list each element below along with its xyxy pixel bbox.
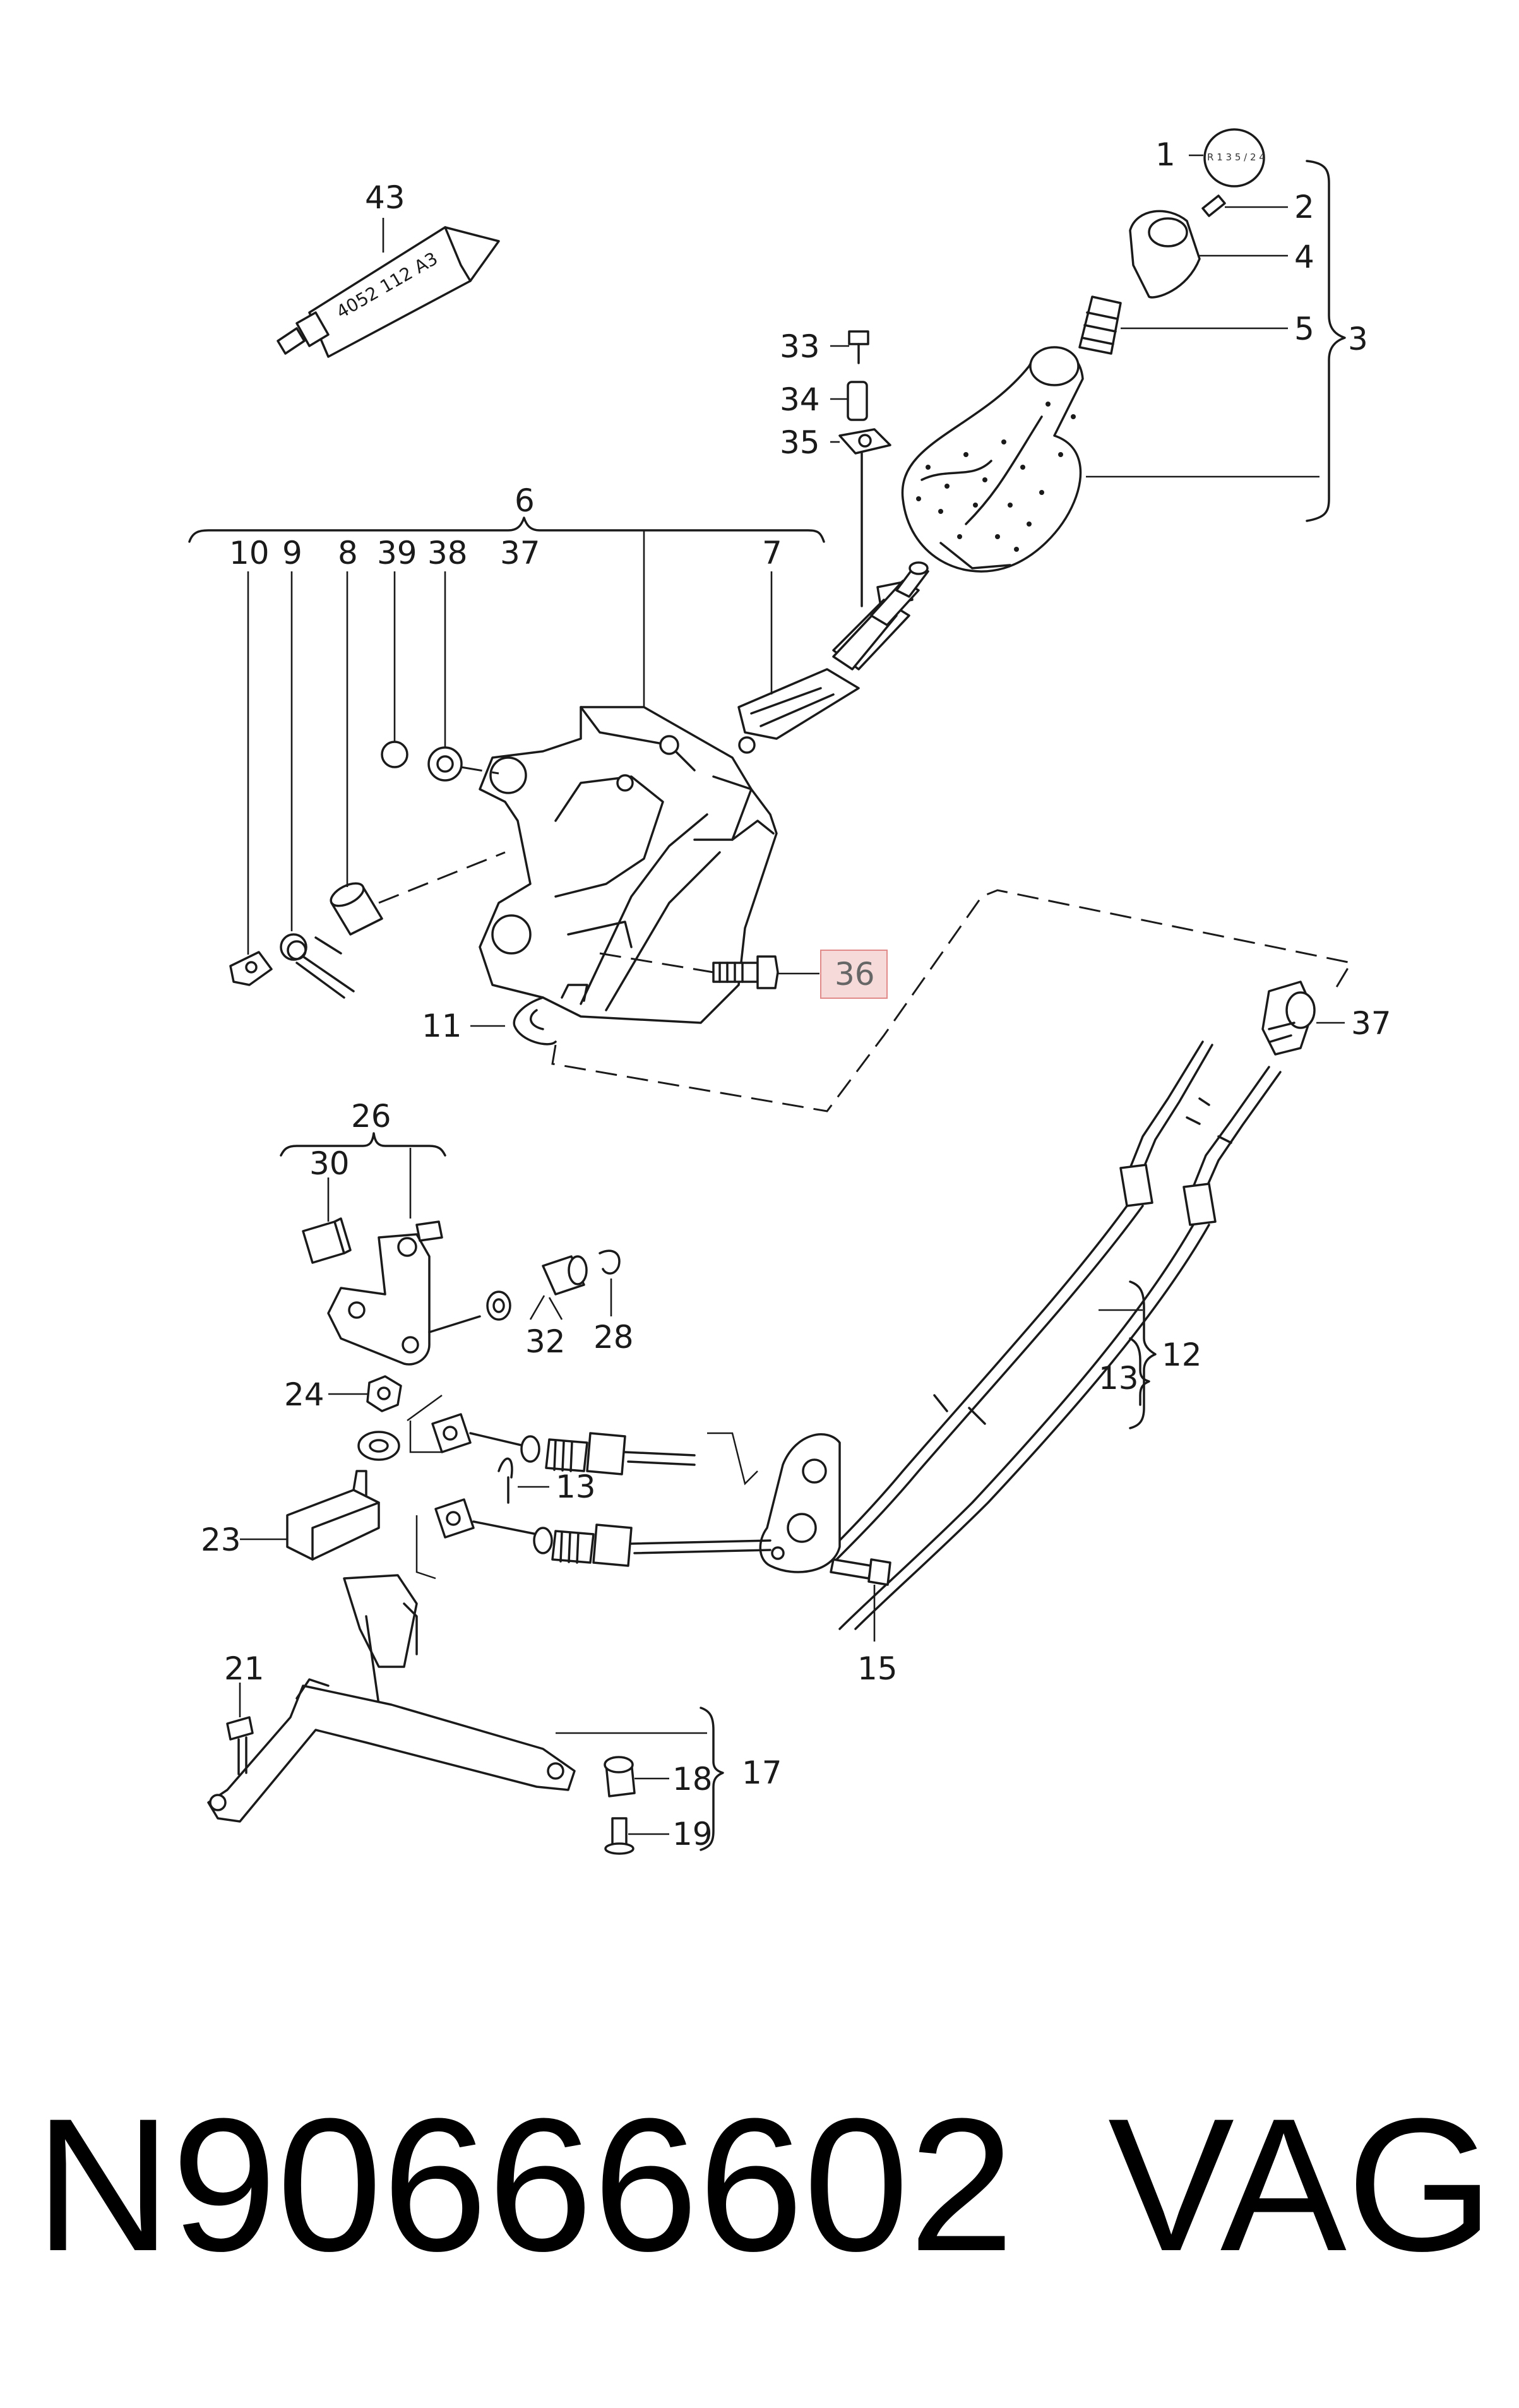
callout-4: 4 (1294, 239, 1314, 275)
callout-32: 32 (525, 1323, 566, 1360)
callout-21: 21 (224, 1650, 265, 1687)
callout-18: 18 (672, 1761, 713, 1797)
callout-28: 28 (593, 1319, 634, 1356)
grease-tube-part: 4052 112 A3 (277, 218, 500, 358)
callout-12: 12 (1162, 1337, 1202, 1373)
bolt-part-36 (599, 952, 819, 989)
callout-labels: 1 2 4 5 3 43 33 34 35 6 10 9 8 39 38 37 … (201, 136, 1391, 1852)
brace-6 (188, 516, 825, 543)
callout-36: 36 (835, 956, 875, 992)
callout-11: 11 (422, 1008, 462, 1044)
callout-38: 38 (427, 535, 468, 571)
gear-pattern-label: R 1 3 5 / 2 4 (1207, 152, 1265, 163)
footer: N90666602 VAG (35, 2078, 1494, 2291)
callout-13-mid: 13 (556, 1469, 596, 1505)
bolt-part-21 (226, 1683, 254, 1775)
pin-and-bush-parts (486, 1249, 621, 1321)
brand-name: VAG (1108, 2078, 1494, 2291)
circlip-part (513, 996, 557, 1046)
callout-5: 5 (1294, 311, 1314, 347)
part-number: N90666602 (35, 2078, 1015, 2291)
callout-30: 30 (309, 1145, 350, 1182)
callout-8: 8 (338, 535, 358, 571)
stud-and-bracket-parts (830, 330, 891, 607)
highlight-box-36 (820, 950, 888, 999)
shift-housing-part (479, 706, 778, 1024)
boot-texture (916, 402, 1076, 552)
bushing-parts (381, 571, 499, 782)
mount-parts-18-19 (604, 1756, 669, 1855)
brace-12 (1129, 1280, 1157, 1429)
callout-34: 34 (780, 381, 820, 418)
callout-17: 17 (742, 1755, 782, 1791)
callout-1: 1 (1155, 136, 1176, 173)
callout-39: 39 (377, 535, 417, 571)
callout-26: 26 (351, 1098, 391, 1135)
shift-cables-part (819, 1040, 1282, 1630)
callout-33: 33 (780, 328, 820, 365)
shift-knob-assembly: R 1 3 5 / 2 4 (901, 128, 1346, 573)
brace-17 (700, 1707, 724, 1851)
callout-6: 6 (515, 482, 535, 519)
shift-shaft (832, 561, 929, 671)
callout-2: 2 (1294, 189, 1314, 225)
callout-9: 9 (282, 535, 302, 571)
bolt-part-15 (830, 1558, 891, 1642)
cable-linkage-rods (407, 1394, 771, 1580)
callout-19: 19 (672, 1816, 713, 1852)
callout-23: 23 (201, 1522, 241, 1558)
callout-7: 7 (762, 535, 782, 571)
callout-3: 3 (1348, 321, 1368, 357)
callout-37-top: 37 (500, 535, 540, 571)
callout-10: 10 (229, 535, 270, 571)
pivot-parts-8-9-10 (229, 571, 506, 999)
dashed-subassembly-outline (551, 889, 1353, 1112)
cable-end-part-37 (1261, 980, 1345, 1056)
nut-washer-block-parts (240, 1375, 402, 1561)
brace-26 (280, 1132, 446, 1157)
callout-24: 24 (284, 1376, 325, 1413)
callout-13-right: 13 (1099, 1360, 1139, 1397)
support-bracket-part-17 (207, 1574, 724, 1851)
callout-43: 43 (365, 179, 405, 216)
cable-bulkhead-flange (759, 1433, 841, 1573)
callout-35: 35 (780, 424, 820, 461)
bracket-part-26 (302, 1217, 481, 1366)
brace-13 (1129, 1337, 1150, 1406)
callout-37-right: 37 (1351, 1005, 1391, 1042)
callout-15: 15 (857, 1650, 898, 1687)
